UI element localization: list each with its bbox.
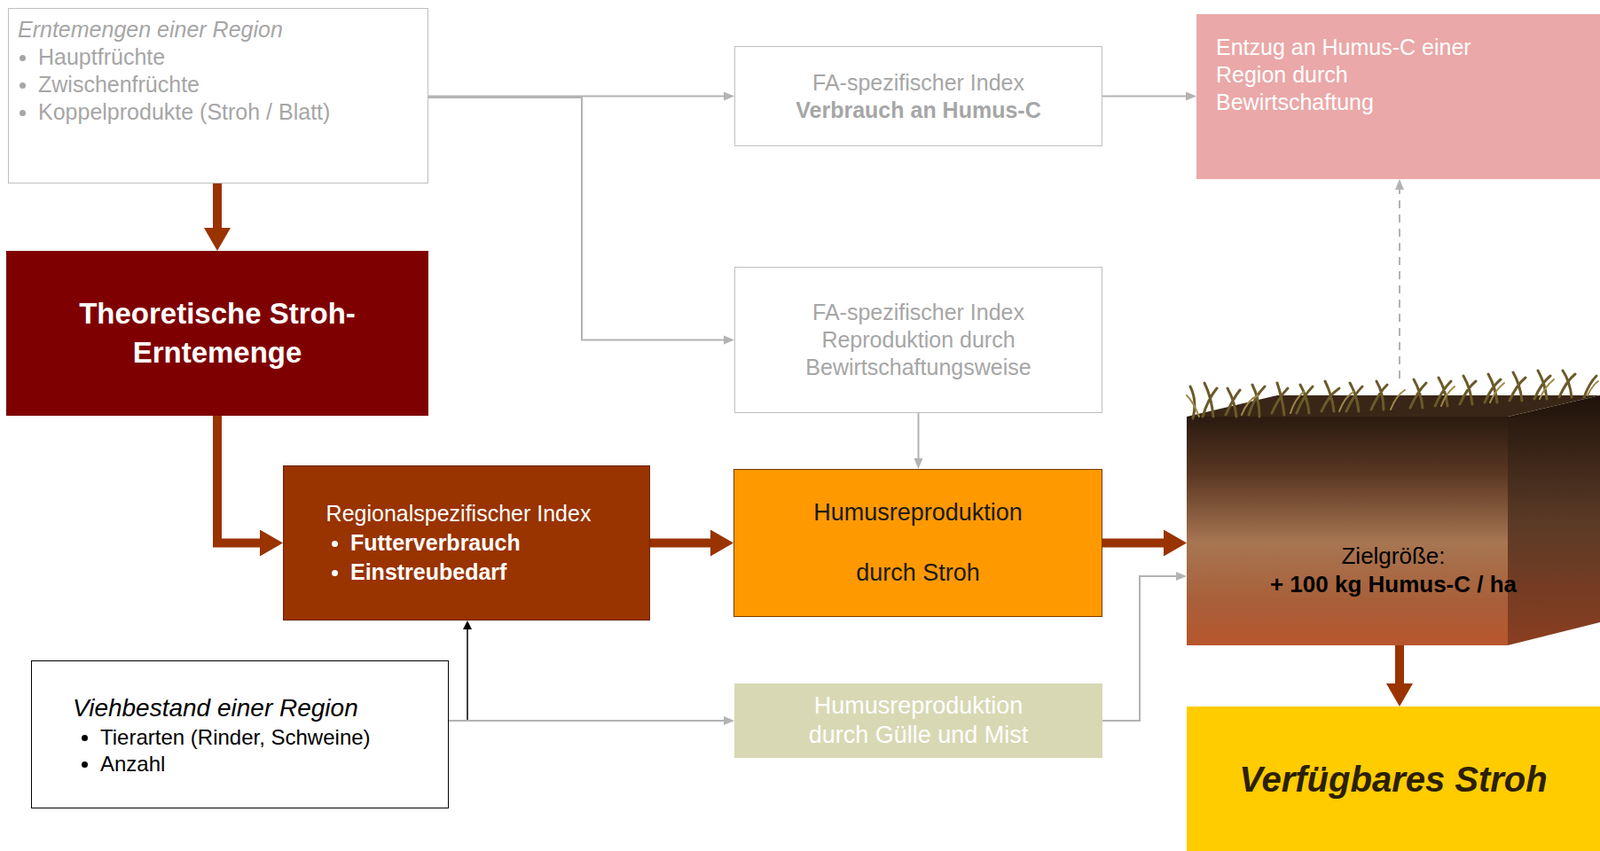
node-text: Verbrauch an Humus-C <box>795 96 1041 125</box>
flow-arrow <box>1398 189 1401 379</box>
index-box: Regionalspezifischer IndexFutterverbrauc… <box>282 465 651 621</box>
list-text: Anzahl <box>100 751 165 778</box>
output-box: Verfügbares Stroh <box>1186 706 1600 851</box>
flow-arrow <box>1395 645 1404 684</box>
bullet-dot <box>81 761 88 769</box>
bullet-item: Futterverbrauch <box>329 528 614 558</box>
list-text: Koppelprodukte (Stroh / Blatt) <box>38 98 330 126</box>
bullet-dot <box>81 735 88 742</box>
soil-front <box>1186 416 1508 646</box>
list-text: Hauptfrüchte <box>38 43 165 71</box>
flow-arrow <box>1102 539 1164 549</box>
input-box: Erntemengen einer RegionHauptfrüchteZwis… <box>7 7 429 184</box>
flow-arrow <box>448 629 468 722</box>
bullet-item: Tierarten (Rinder, Schweine) <box>79 724 436 752</box>
node-text: Erntemengen einer Region <box>17 15 419 44</box>
flow-arrow <box>217 415 260 544</box>
node-text: Humusreproduktion <box>813 498 1023 528</box>
node-text: durch Stroh <box>855 558 981 589</box>
bullet-item: Anzahl <box>79 751 436 778</box>
flow-arrow <box>428 97 724 341</box>
flow-arrow <box>917 413 920 459</box>
bullet-dot <box>331 541 338 548</box>
list-text: Tierarten (Rinder, Schweine) <box>100 724 371 752</box>
grass-blades-light <box>1186 379 1599 417</box>
node-text: Humusreproduktion durch Gülle und Mist <box>790 691 1048 751</box>
node-text: + 100 kg Humus-C / ha <box>1270 570 1517 599</box>
node-text: Zielgröße: <box>1341 541 1445 571</box>
bullet-dot <box>331 570 338 577</box>
bullet-dot <box>19 54 26 62</box>
list-text: Futterverbrauch <box>350 528 521 558</box>
soil-side <box>1507 395 1600 646</box>
flow-arrow <box>1102 95 1186 98</box>
bullet-item: Hauptfrüchte <box>17 43 419 71</box>
index-box: FA-spezifischer IndexVerbrauch an Humus-… <box>734 46 1103 147</box>
flow-arrow <box>212 183 222 228</box>
bullet-item: Einstreubedarf <box>329 557 614 588</box>
grass-blades <box>1190 370 1597 419</box>
input-box: Viehbestand einer RegionTierarten (Rinde… <box>31 660 449 809</box>
index-box: FA-spezifischer Index Reproduktion durch… <box>734 266 1103 414</box>
bullet-item: Koppelprodukte (Stroh / Blatt) <box>17 98 419 126</box>
flow-arrow <box>650 539 711 549</box>
node-text: Theoretische Stroh-Erntemenge <box>41 294 393 373</box>
process-box: Humusreproduktion durch Gülle und Mist <box>734 683 1103 759</box>
node-text: FA-spezifischer Index Reproduktion durch… <box>772 298 1066 382</box>
node-text: Regionalspezifischer Index <box>303 499 614 529</box>
process-box: Humusreproduktion durch Stroh <box>733 469 1103 618</box>
bullet-dot <box>19 109 26 117</box>
node-text: Entzug an Humus-C einer Region durch Bew… <box>1215 33 1483 117</box>
bullet-item: Zwischenfrüchte <box>17 70 419 99</box>
list-text: Einstreubedarf <box>350 557 507 588</box>
result-box: Entzug an Humus-C einer Region durch Bew… <box>1196 14 1600 180</box>
node-text: Verfügbares Stroh <box>1239 758 1547 801</box>
key-box: Theoretische Stroh-Erntemenge <box>6 250 429 416</box>
soil-target: Zielgröße:+ 100 kg Humus-C / ha <box>1186 382 1600 646</box>
flow-arrow <box>448 720 724 722</box>
bullet-dot <box>19 82 26 89</box>
list-text: Zwischenfrüchte <box>38 70 200 99</box>
node-text: Viehbestand einer Region <box>72 692 436 725</box>
flow-arrow <box>1102 576 1177 722</box>
node-text: FA-spezifischer Index <box>812 69 1025 97</box>
